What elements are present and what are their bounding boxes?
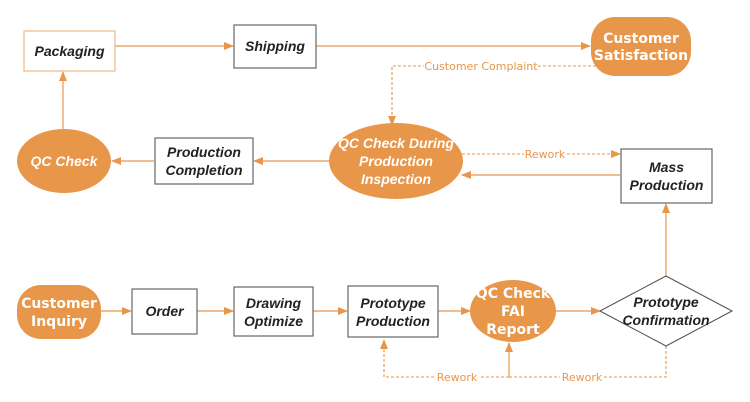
node-packaging[interactable]: Packaging: [23, 30, 116, 72]
node-label: QC Check: [31, 153, 99, 169]
node-label: QC Check During: [338, 135, 454, 151]
node-prototype-production[interactable]: Prototype Production: [347, 285, 439, 338]
node-qc-check[interactable]: QC Check: [17, 129, 111, 193]
node-label: Inspection: [361, 171, 431, 187]
node-label: Packaging: [34, 43, 104, 59]
node-label: QC Check: [476, 286, 551, 302]
node-label: Prototype: [633, 294, 699, 310]
node-label: Confirmation: [622, 312, 709, 328]
edge-complaint: [388, 65, 596, 126]
node-label: Completion: [166, 162, 243, 178]
node-label: Mass: [649, 159, 684, 175]
label-rework-left: Rework: [437, 371, 478, 384]
connectors: [59, 42, 670, 377]
node-label: Production: [356, 313, 430, 329]
node-label: Prototype: [360, 295, 426, 311]
node-drawing-optimize[interactable]: Drawing Optimize: [233, 286, 314, 337]
node-label: Order: [145, 303, 185, 319]
node-qc-during-production[interactable]: QC Check During Production Inspection: [329, 123, 463, 199]
node-label: Shipping: [245, 38, 305, 54]
node-label: FAI: [501, 304, 525, 320]
node-label: Report: [486, 322, 540, 338]
label-customer-complaint: Customer Complaint: [424, 60, 538, 73]
node-customer-inquiry[interactable]: Customer Inquiry: [17, 285, 101, 339]
label-rework-right: Rework: [562, 371, 603, 384]
node-prototype-confirmation[interactable]: Prototype Confirmation: [598, 275, 734, 347]
node-label: Inquiry: [31, 314, 87, 330]
node-label: Production: [359, 153, 433, 169]
node-label: Customer: [21, 296, 97, 312]
node-qc-fai-report[interactable]: QC Check FAI Report: [470, 280, 556, 342]
node-production-completion[interactable]: Production Completion: [154, 137, 254, 185]
node-label: Production: [167, 144, 241, 160]
node-customer-satisfaction[interactable]: Customer Satisfaction: [591, 17, 691, 76]
node-label: Production: [630, 177, 704, 193]
node-mass-production[interactable]: Mass Production: [620, 148, 713, 204]
node-order[interactable]: Order: [131, 288, 198, 335]
node-label: Optimize: [244, 313, 303, 329]
node-label: Satisfaction: [594, 48, 688, 64]
node-label: Drawing: [246, 295, 302, 311]
node-shipping[interactable]: Shipping: [233, 24, 317, 69]
node-label: Customer: [603, 31, 679, 47]
label-rework-mass: Rework: [525, 148, 566, 161]
